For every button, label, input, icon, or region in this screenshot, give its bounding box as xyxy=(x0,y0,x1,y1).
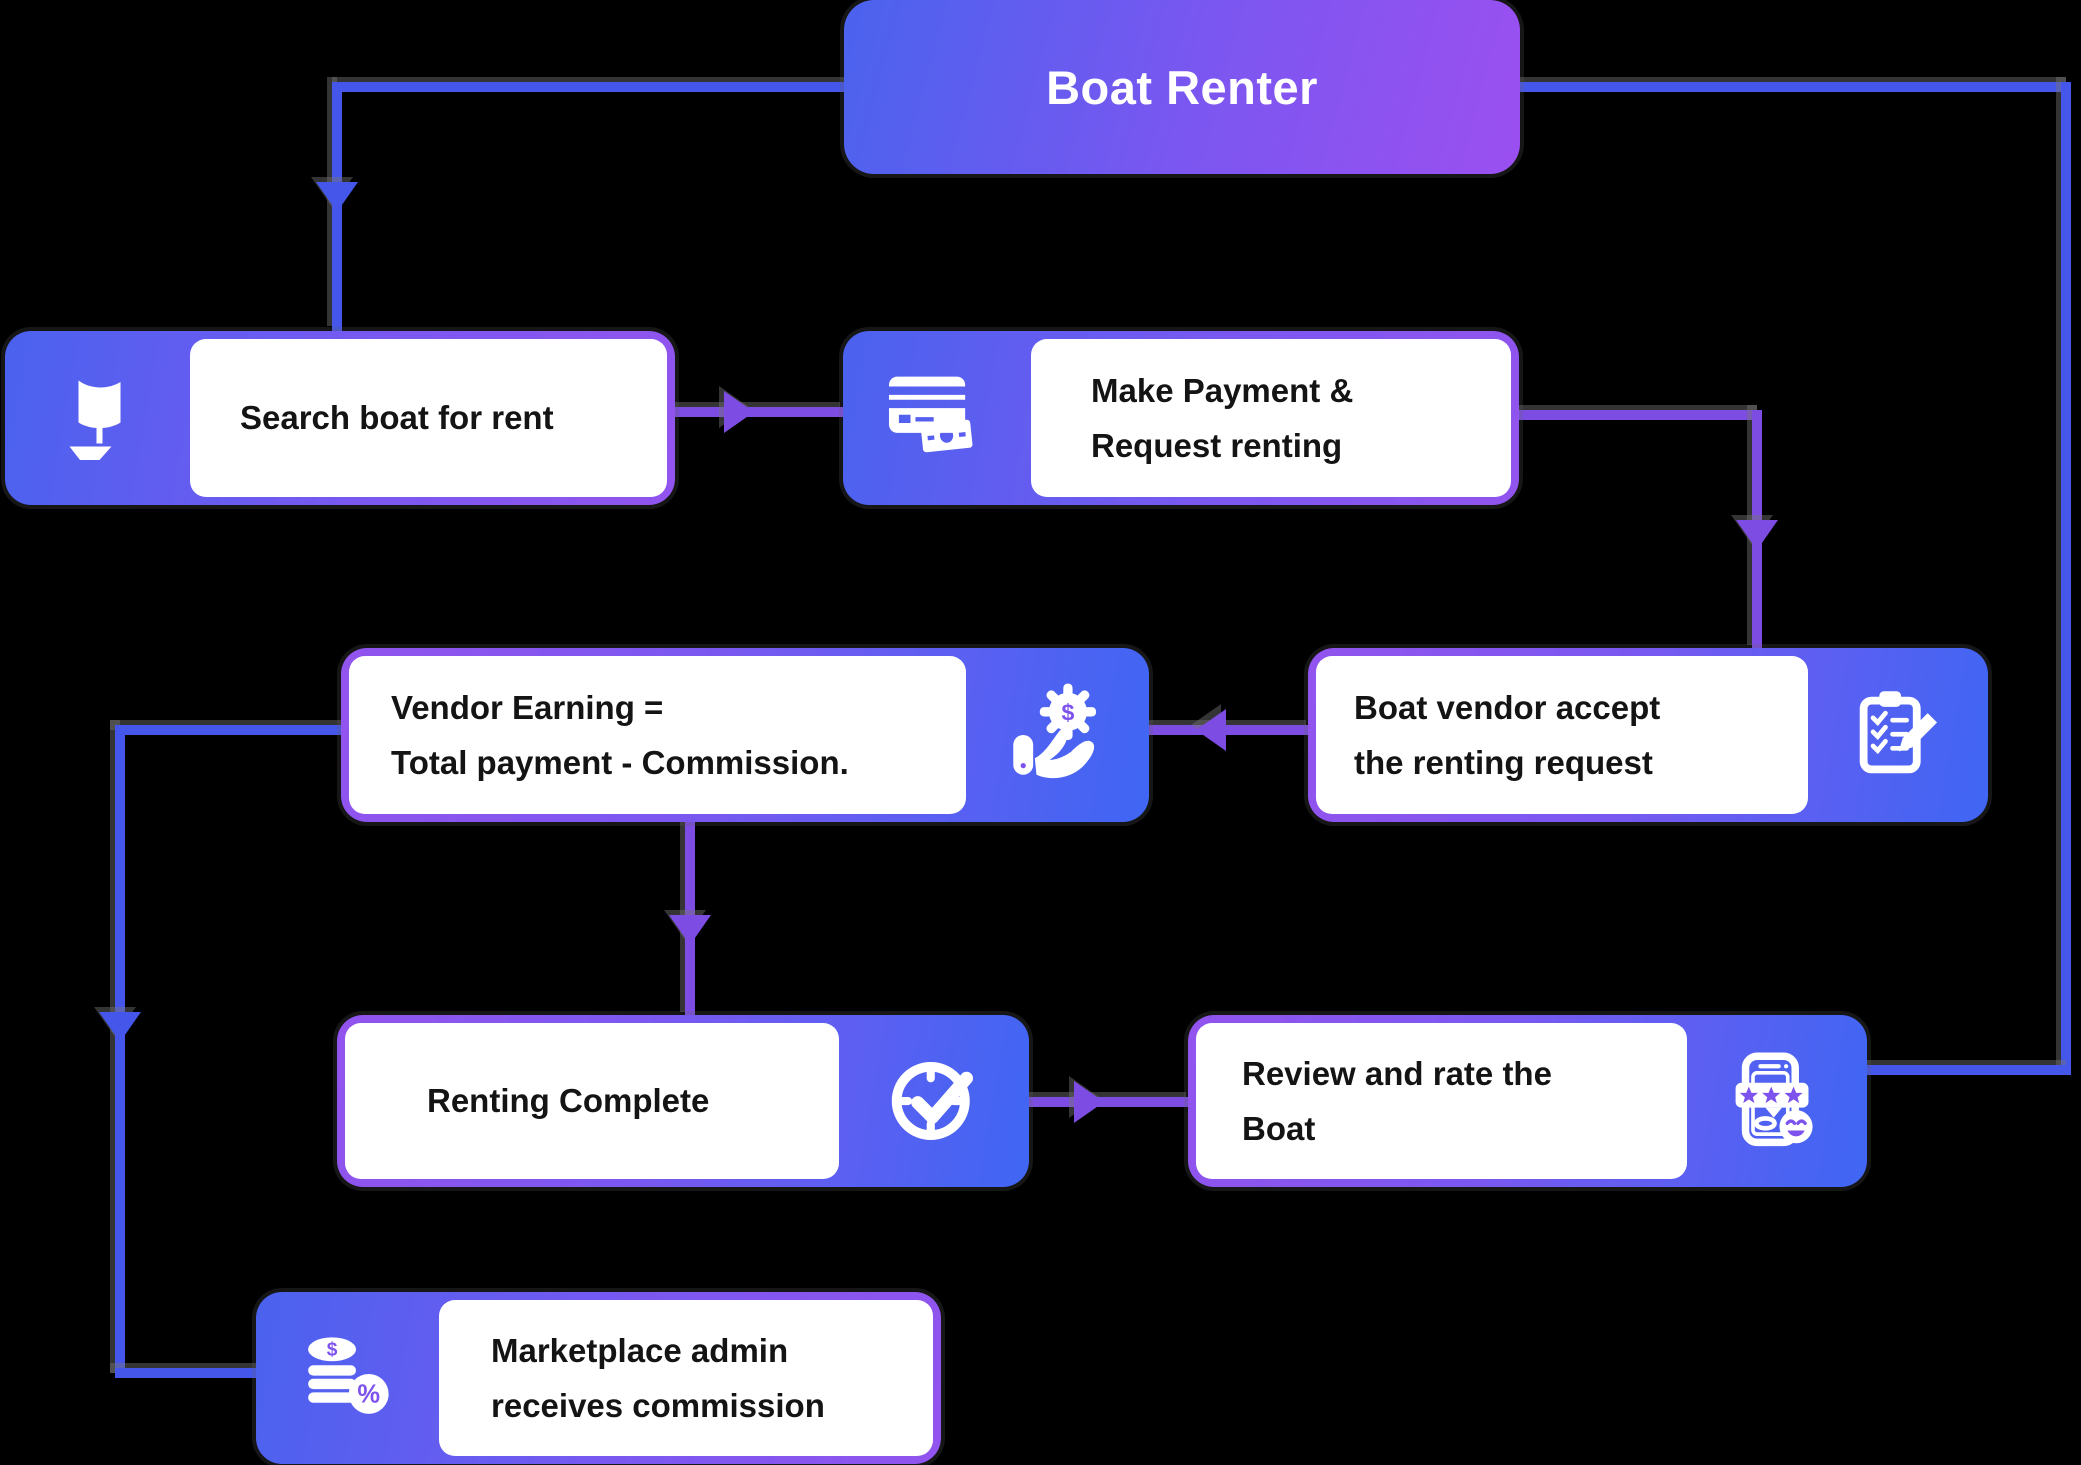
node-label: Review and rate the Boat xyxy=(1242,1054,1552,1147)
payment-icon xyxy=(843,331,1031,505)
node-card: Marketplace admin receives commission xyxy=(439,1300,933,1456)
node-card: Vendor Earning = Total payment - Commiss… xyxy=(349,656,966,814)
arrowhead-down-icon xyxy=(316,182,358,212)
arrowhead-down-icon xyxy=(669,915,711,945)
node-vendor-accept: Boat vendor accept the renting request xyxy=(1308,648,1988,822)
node-label: Marketplace admin receives commission xyxy=(491,1331,825,1424)
clipboard-checklist-icon xyxy=(1808,648,1988,822)
connector-earning-left-h xyxy=(115,725,346,735)
node-label: Renting Complete xyxy=(427,1082,710,1120)
node-renting-complete: Renting Complete xyxy=(337,1015,1029,1187)
node-search-boat: Search boat for rent xyxy=(5,331,675,505)
connector-review-right-h xyxy=(1862,1065,2071,1075)
connector-renter-to-search-h xyxy=(337,82,849,92)
node-label: Search boat for rent xyxy=(240,399,554,437)
connector-payment-to-accept-h xyxy=(1515,410,1762,420)
connector-right-edge-v xyxy=(2061,82,2071,1075)
node-label: Make Payment & Request renting xyxy=(1091,371,1354,464)
clock-check-icon xyxy=(839,1015,1029,1187)
connector-search-to-payment xyxy=(670,407,845,417)
connector-renter-right-h xyxy=(1515,82,2071,92)
arrowhead-down-icon xyxy=(99,1012,141,1042)
svg-text:$: $ xyxy=(1061,700,1074,726)
connector-complete-to-review xyxy=(1026,1097,1191,1107)
node-make-payment: Make Payment & Request renting xyxy=(843,331,1519,505)
arrowhead-left-icon xyxy=(1196,709,1226,751)
boat-icon xyxy=(5,331,190,505)
node-admin-commission: $ % Marketplace admin receives commissio… xyxy=(256,1292,941,1464)
node-label: Boat vendor accept the renting request xyxy=(1354,688,1661,781)
node-boat-renter: Boat Renter xyxy=(844,0,1520,174)
connector-admin-in-h xyxy=(115,1368,261,1378)
node-card: Review and rate the Boat xyxy=(1196,1023,1687,1179)
node-card: Boat vendor accept the renting request xyxy=(1316,656,1808,814)
connector-accept-to-earning xyxy=(1146,725,1311,735)
svg-text:%: % xyxy=(357,1381,380,1409)
node-card: Renting Complete xyxy=(345,1023,839,1179)
arrowhead-right-icon xyxy=(1074,1081,1104,1123)
node-card: Make Payment & Request renting xyxy=(1031,339,1511,497)
arrowhead-down-icon xyxy=(1736,520,1778,550)
phone-rating-icon xyxy=(1687,1015,1867,1187)
hand-gear-dollar-icon: $ xyxy=(966,648,1149,822)
svg-text:$: $ xyxy=(326,1340,337,1361)
node-review-rate: Review and rate the Boat xyxy=(1188,1015,1867,1187)
arrowhead-right-icon xyxy=(724,391,754,433)
page-title: Boat Renter xyxy=(1046,60,1318,114)
connector-earning-left-v xyxy=(115,725,125,1378)
node-vendor-earning: Vendor Earning = Total payment - Commiss… xyxy=(341,648,1149,822)
node-label: Vendor Earning = Total payment - Commiss… xyxy=(391,688,849,781)
coins-percent-icon: $ % xyxy=(256,1292,439,1464)
node-card: Search boat for rent xyxy=(190,339,667,497)
